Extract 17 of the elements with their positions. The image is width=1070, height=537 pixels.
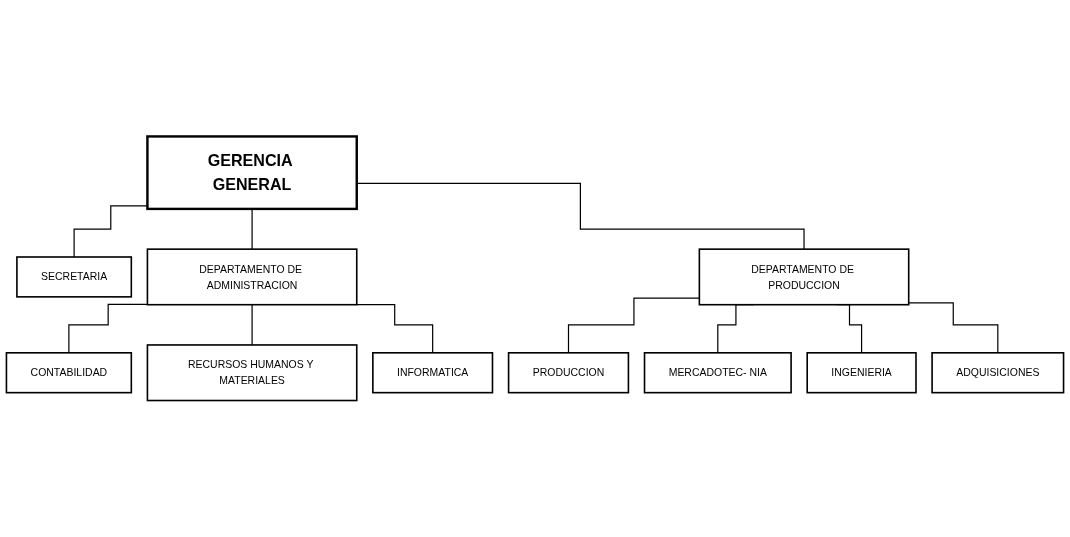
node-box: DEPARTAMENTO DE ADMINISTRACION (146, 248, 358, 306)
connector (251, 208, 253, 250)
node-box: INGENIERIA (806, 352, 917, 394)
node-box: PRODUCCION (507, 352, 630, 394)
node-box: INFORMATICA (372, 352, 494, 394)
node-box: SECRETARIA (16, 256, 133, 298)
connector (908, 302, 999, 354)
connector (356, 182, 805, 250)
node-box: MERCADOTEC- NIA (643, 352, 792, 394)
node-box: ADQUISICIONES (931, 352, 1065, 394)
node-box: CONTABILIDAD (5, 352, 133, 394)
connector (251, 304, 253, 346)
node-box: DEPARTAMENTO DE PRODUCCION (698, 248, 910, 306)
node-box: RECURSOS HUMANOS Y MATERIALES (146, 344, 358, 402)
node-box: GERENCIA GENERAL (146, 135, 358, 211)
connector (567, 297, 700, 354)
connector (356, 304, 434, 354)
